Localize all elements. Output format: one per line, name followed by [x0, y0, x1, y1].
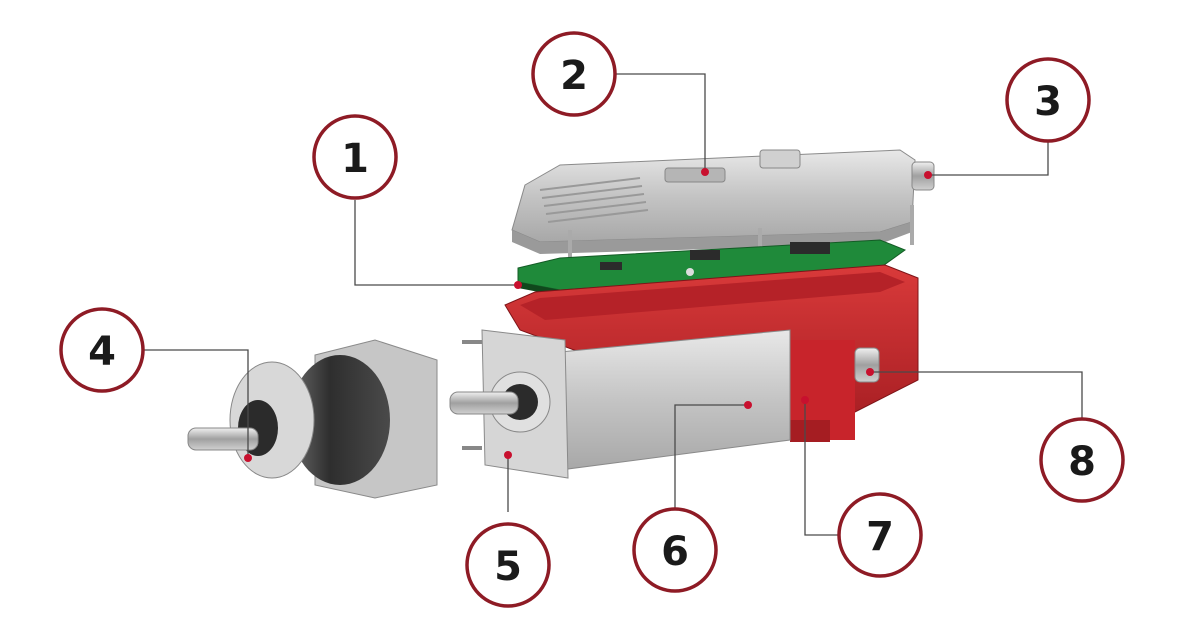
gearbox-illustration: [187, 339, 438, 499]
leader-3: [928, 140, 1049, 176]
leader-7: [804, 400, 845, 536]
side-connector-illustration: [854, 347, 880, 383]
callout-8: 8: [1039, 417, 1125, 503]
indicator-dot-4: [244, 454, 252, 462]
indicator-dot-2: [701, 168, 709, 176]
callout-label-4: 4: [88, 329, 116, 375]
callout-3: 3: [1005, 57, 1091, 143]
indicator-dots: [244, 168, 932, 462]
motor-illustration: [449, 329, 791, 479]
leader-lines: [143, 73, 1083, 536]
indicator-dot-7: [801, 396, 809, 404]
callout-label-2: 2: [560, 53, 588, 99]
callout-label-6: 6: [661, 529, 689, 575]
callout-7: 7: [837, 492, 923, 578]
callout-2: 2: [531, 31, 617, 117]
indicator-dot-6: [744, 401, 752, 409]
callout-label-5: 5: [494, 544, 522, 590]
callout-label-1: 1: [341, 136, 369, 182]
callout-1: 1: [312, 114, 398, 200]
leader-2: [615, 73, 706, 172]
callout-5: 5: [465, 522, 551, 608]
leader-8: [870, 371, 1083, 420]
indicator-dot-8: [866, 368, 874, 376]
callout-label-7: 7: [866, 514, 894, 560]
indicator-dot-3: [924, 171, 932, 179]
callout-label-3: 3: [1034, 79, 1062, 125]
connector-illustration: [911, 161, 935, 191]
indicator-dot-5: [504, 451, 512, 459]
leader-6: [674, 404, 748, 508]
leader-4: [143, 349, 249, 458]
callout-6: 6: [632, 507, 718, 593]
heatsink-cover-illustration: [511, 149, 916, 268]
callout-4: 4: [59, 307, 145, 393]
callout-label-8: 8: [1068, 439, 1096, 485]
leader-1: [354, 200, 518, 286]
indicator-dot-1: [514, 281, 522, 289]
